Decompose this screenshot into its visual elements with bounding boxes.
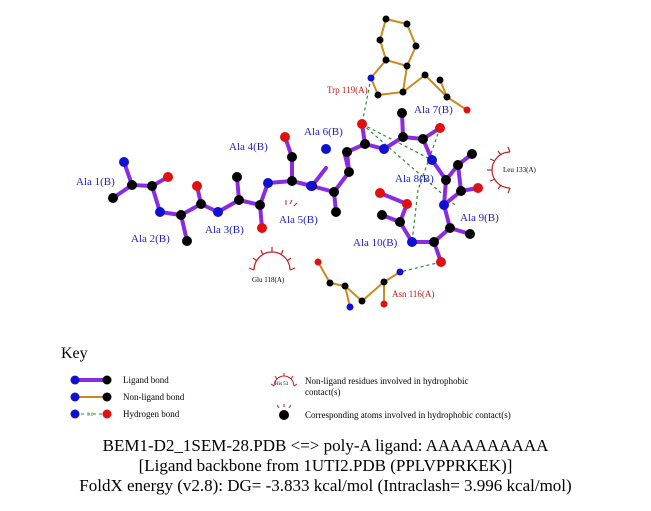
label-ala7: Ala 7(B) — [414, 104, 453, 116]
atoms — [108, 15, 483, 311]
key-hydrogen-bond-label: Hydrogen bond — [123, 409, 180, 419]
ligand-residue-labels: Ala 1(B) Ala 2(B) Ala 3(B) Ala 4(B) Ala … — [76, 104, 499, 249]
key-hbond-distance: 3.0 — [87, 413, 94, 418]
hydrophobic-arc-glu118 — [248, 247, 296, 271]
key-hydrogen-bond: 3.0 Hydrogen bond — [70, 409, 180, 419]
hydrophobic-residue-labels: Glu 118(A) Leu 133(A) — [252, 166, 537, 284]
label-ala10: Ala 10(B) — [353, 237, 398, 249]
label-ala1: Ala 1(B) — [76, 176, 115, 188]
nitrogen-atoms — [119, 74, 449, 311]
label-ala6: Ala 6(B) — [304, 126, 343, 138]
label-trp119: Trp 119(A) — [327, 85, 368, 95]
key: Key Ligand bond Non-ligand bond 3.0 Hydr… — [61, 345, 511, 420]
label-asn116: Asn 116(A) — [392, 289, 434, 299]
key-ligand-bond-label: Ligand bond — [123, 375, 169, 385]
hydrophobic-arc-leu133 — [487, 146, 511, 194]
hydrophobic-arcs — [248, 146, 511, 271]
caption-line3: FoldX energy (v2.8): DG= -3.833 kcal/mol… — [79, 476, 572, 495]
label-ala8: Ala 8(B) — [395, 173, 434, 185]
key-hydrophobic-sample: His 53 — [275, 382, 289, 387]
nonligand-residue-labels: Trp 119(A) Asn 116(A) — [327, 85, 434, 299]
key-hydrophobic-residues-line1: Non-ligand residues involved in hydropho… — [305, 376, 468, 386]
label-ala3: Ala 3(B) — [205, 224, 244, 236]
key-hydrophobic-atom: Corresponding atoms involved in hydropho… — [276, 404, 511, 420]
key-hydrophobic-residues-line2: contact(s) — [305, 387, 340, 397]
carbon-atoms — [108, 15, 477, 305]
key-ligand-bond: Ligand bond — [70, 375, 169, 385]
label-ala5: Ala 5(B) — [279, 214, 318, 226]
caption-line2: [Ligand backbone from 1UTI2.PDB (PPLVPPR… — [138, 456, 513, 475]
label-glu118: Glu 118(A) — [252, 276, 285, 284]
key-title: Key — [61, 345, 88, 362]
key-hydrophobic-residue: His 53 Non-ligand residues involved in h… — [270, 373, 468, 397]
caption-line1: BEM1-D2_1SEM-28.PDB <=> poly-A ligand: A… — [102, 436, 549, 455]
key-nonligand-bond: Non-ligand bond — [70, 392, 185, 402]
label-ala9: Ala 9(B) — [460, 212, 499, 224]
label-leu133: Leu 133(A) — [503, 166, 537, 174]
key-hydrophobic-atoms-label: Corresponding atoms involved in hydropho… — [305, 410, 511, 420]
hydrophobic-atom-marks — [285, 199, 298, 207]
label-ala4: Ala 4(B) — [229, 141, 268, 153]
label-ala2: Ala 2(B) — [131, 233, 170, 245]
oxygen-atoms — [163, 106, 483, 308]
key-nonligand-bond-label: Non-ligand bond — [123, 392, 185, 402]
